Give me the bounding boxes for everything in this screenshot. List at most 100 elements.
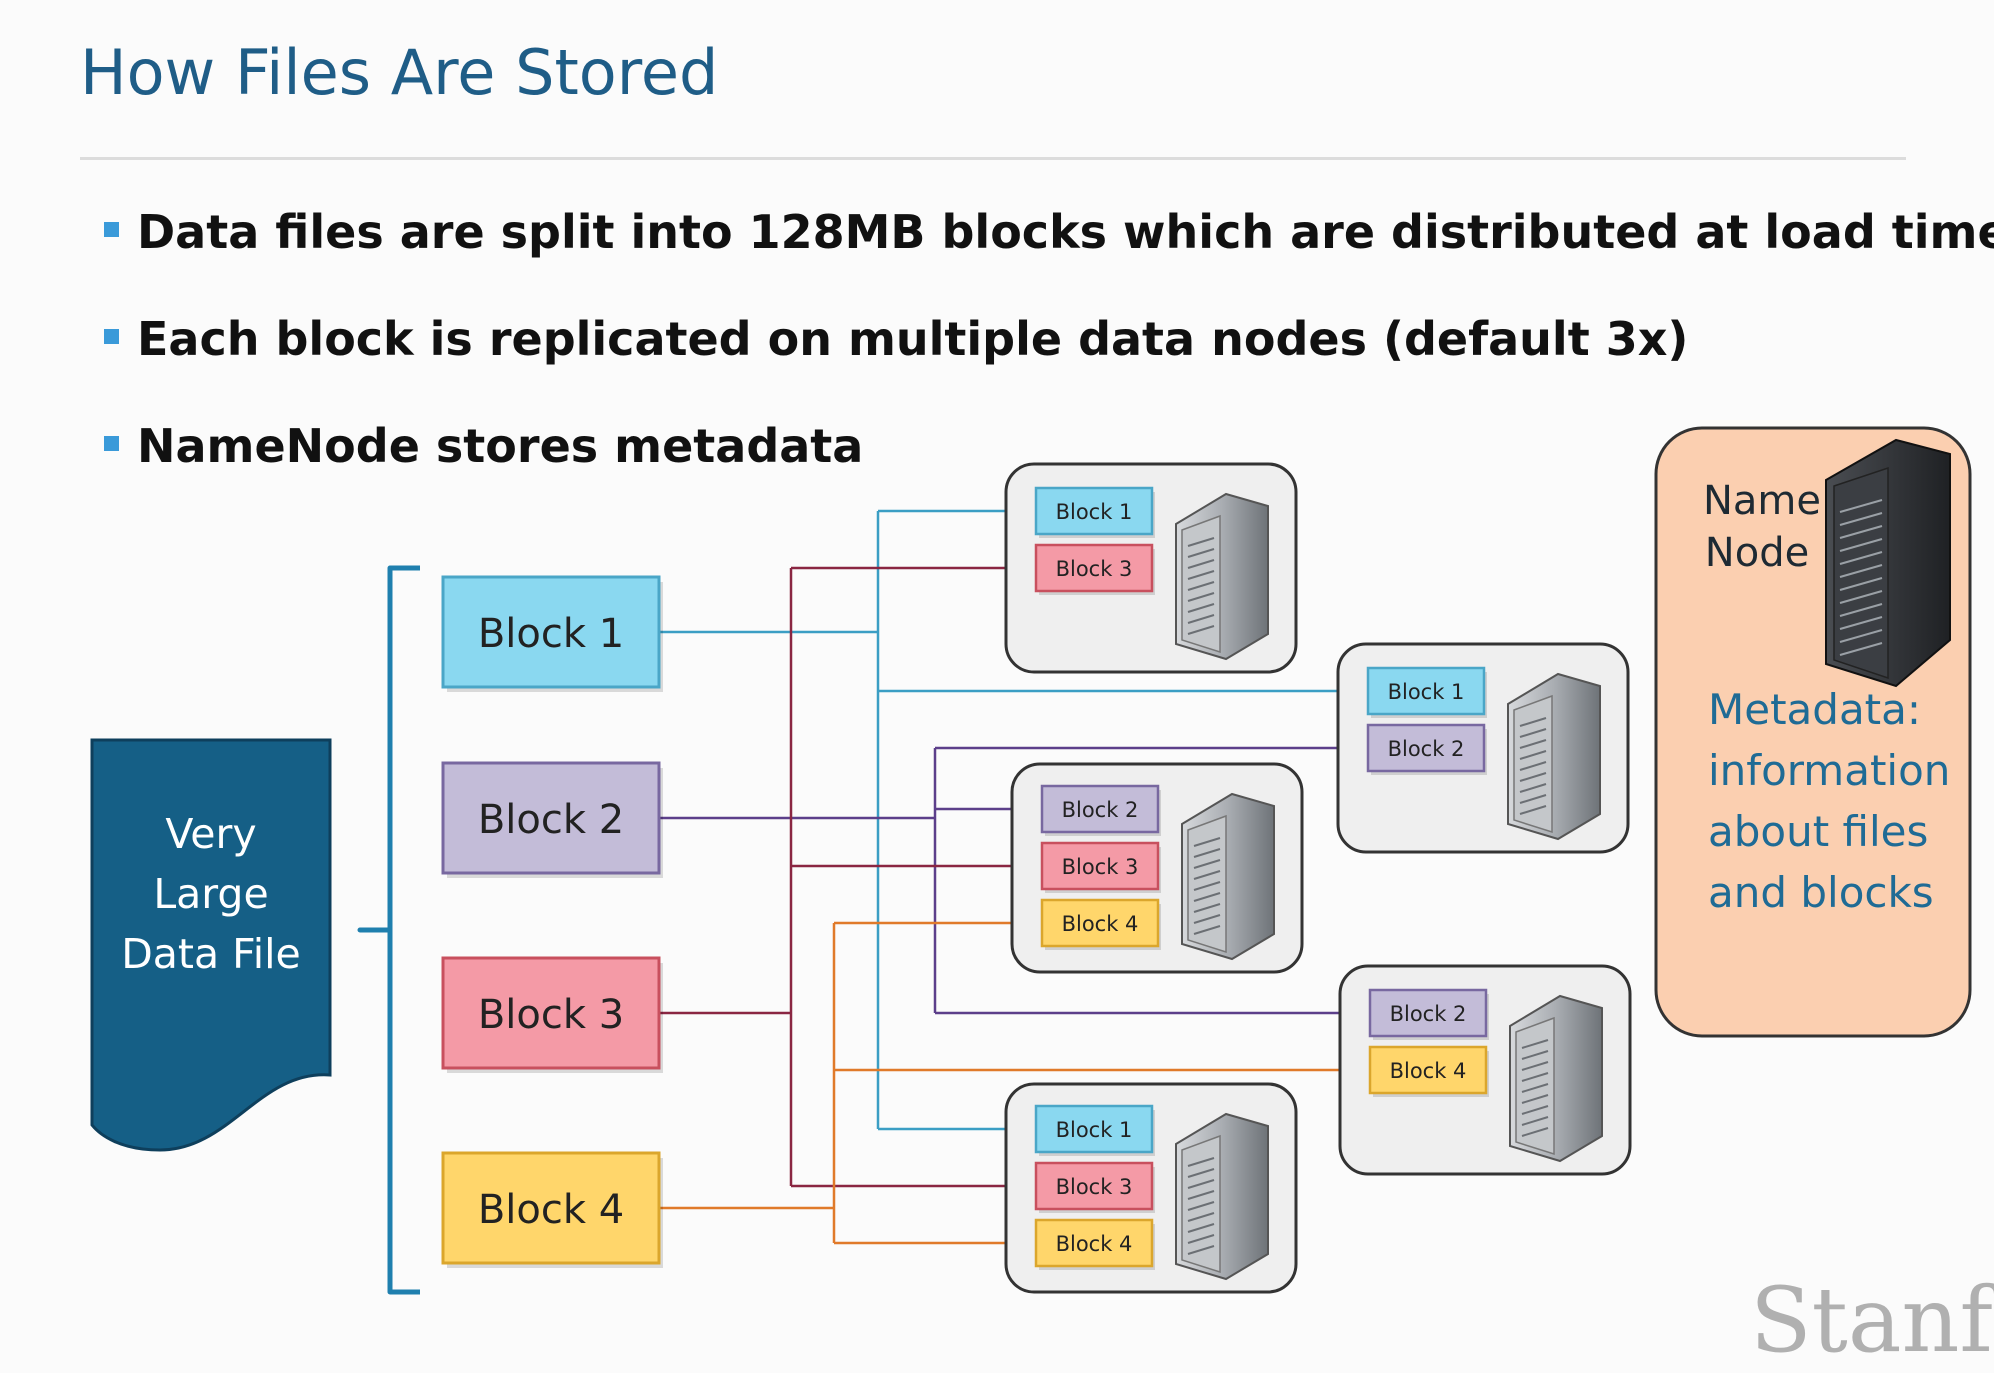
- server-vent: [1187, 1234, 1215, 1244]
- server-vent: [1519, 728, 1547, 738]
- block-chip-label: Block 3: [1062, 855, 1139, 879]
- server-vent: [1519, 805, 1547, 815]
- server-vent: [1187, 1223, 1215, 1233]
- bullet-text: Data files are split into 128MB blocks w…: [137, 205, 1994, 259]
- metadata-text: and blocks: [1708, 868, 1934, 917]
- server-vent: [1187, 1168, 1215, 1178]
- institution-watermark: Stanfo: [1750, 1268, 1994, 1373]
- bullet-marker-icon: [104, 222, 119, 237]
- block-chip: [1368, 988, 1488, 1038]
- server-vent: [1187, 1201, 1215, 1211]
- metadata-text: about files: [1708, 807, 1928, 856]
- server-vent: [1519, 772, 1547, 782]
- server-vent: [1187, 603, 1215, 613]
- server-vent: [1187, 614, 1215, 624]
- server-vent: [1521, 1127, 1549, 1137]
- server-vent: [1193, 870, 1221, 880]
- server-vent: [1187, 1179, 1215, 1189]
- server-vent: [1187, 570, 1215, 580]
- server-vent: [1839, 603, 1883, 617]
- block-chip-label: Block 2: [1388, 737, 1465, 761]
- server-vent: [1193, 881, 1221, 891]
- server-front: [1181, 1134, 1221, 1274]
- server-vent: [1521, 1061, 1549, 1071]
- block-chip: [1034, 1218, 1154, 1268]
- source-block-label: Block 2: [478, 797, 624, 843]
- server-front: [1187, 814, 1227, 954]
- block-chip: [1034, 486, 1154, 536]
- source-block: [441, 575, 661, 689]
- server-vent: [1187, 1245, 1215, 1255]
- server-vent: [1193, 837, 1221, 847]
- server-vent: [1519, 783, 1547, 793]
- server-vent: [1193, 892, 1221, 902]
- slide: How Files Are Stored Data files are spli…: [80, 36, 1994, 1373]
- server-vent: [1519, 794, 1547, 804]
- server-vent: [1521, 1094, 1549, 1104]
- block-chip: [1366, 666, 1486, 716]
- server-vent: [1187, 592, 1215, 602]
- server-vent: [1187, 537, 1215, 547]
- server-vent: [1521, 1050, 1549, 1060]
- data-file-label: Data File: [121, 930, 301, 978]
- bullet-marker-icon: [104, 436, 119, 451]
- server-vent: [1839, 590, 1883, 604]
- server-icon: [1175, 492, 1269, 661]
- bracket: [357, 565, 420, 1295]
- bullet-text: Each block is replicated on multiple dat…: [137, 312, 1689, 366]
- server-vent: [1187, 1157, 1215, 1167]
- block-chip-label: Block 3: [1056, 1175, 1133, 1199]
- server-vent: [1521, 1072, 1549, 1082]
- bullet-item: Each block is replicated on multiple dat…: [104, 312, 1688, 366]
- server-icon: [1175, 1112, 1269, 1281]
- block-chip-label: Block 2: [1062, 798, 1139, 822]
- server-front: [1515, 1016, 1555, 1156]
- block-chip: [1034, 1104, 1154, 1154]
- block-chip: [1034, 543, 1154, 593]
- source-block: [441, 956, 661, 1070]
- namenode-label: Node: [1705, 530, 1809, 576]
- source-block: [441, 1151, 661, 1265]
- server-front: [1181, 514, 1221, 654]
- server-front: [1833, 466, 1889, 680]
- block-chip: [1368, 1045, 1488, 1095]
- block-chip-label: Block 4: [1056, 1232, 1133, 1256]
- namenode-label: Name: [1703, 478, 1821, 524]
- server-vent: [1519, 750, 1547, 760]
- server-vent: [1839, 564, 1883, 578]
- block-chip: [1040, 841, 1160, 891]
- server-vent: [1839, 577, 1883, 591]
- block-chip: [1040, 784, 1160, 834]
- server-vent: [1187, 625, 1215, 635]
- block-chip-label: Block 2: [1390, 1002, 1467, 1026]
- server-icon: [1507, 672, 1601, 841]
- bullet-marker-icon: [104, 329, 119, 344]
- server-vent: [1193, 859, 1221, 869]
- server-vent: [1521, 1105, 1549, 1115]
- block-chip-label: Block 1: [1056, 500, 1133, 524]
- source-block-label: Block 1: [478, 611, 624, 657]
- block-chip-label: Block 1: [1056, 1118, 1133, 1142]
- block-chip-label: Block 4: [1390, 1059, 1467, 1083]
- source-block-label: Block 4: [478, 1187, 624, 1233]
- server-vent: [1521, 1083, 1549, 1093]
- server-vent: [1187, 581, 1215, 591]
- server-vent: [1839, 551, 1883, 565]
- server-vent: [1521, 1039, 1549, 1049]
- bullet-item: Data files are split into 128MB blocks w…: [104, 205, 1994, 259]
- metadata-text: Metadata:: [1708, 685, 1921, 734]
- source-block: [441, 761, 661, 875]
- server-icon: [1181, 792, 1275, 961]
- server-vent: [1519, 739, 1547, 749]
- server-vent: [1839, 525, 1883, 539]
- server-front: [1513, 694, 1553, 834]
- server-vent: [1839, 642, 1883, 656]
- server-vent: [1839, 499, 1883, 513]
- server-vent: [1193, 914, 1221, 924]
- server-vent: [1839, 512, 1883, 526]
- server-icon: [1509, 994, 1603, 1163]
- block-chip: [1034, 1161, 1154, 1211]
- server-vent: [1839, 616, 1883, 630]
- server-vent: [1187, 559, 1215, 569]
